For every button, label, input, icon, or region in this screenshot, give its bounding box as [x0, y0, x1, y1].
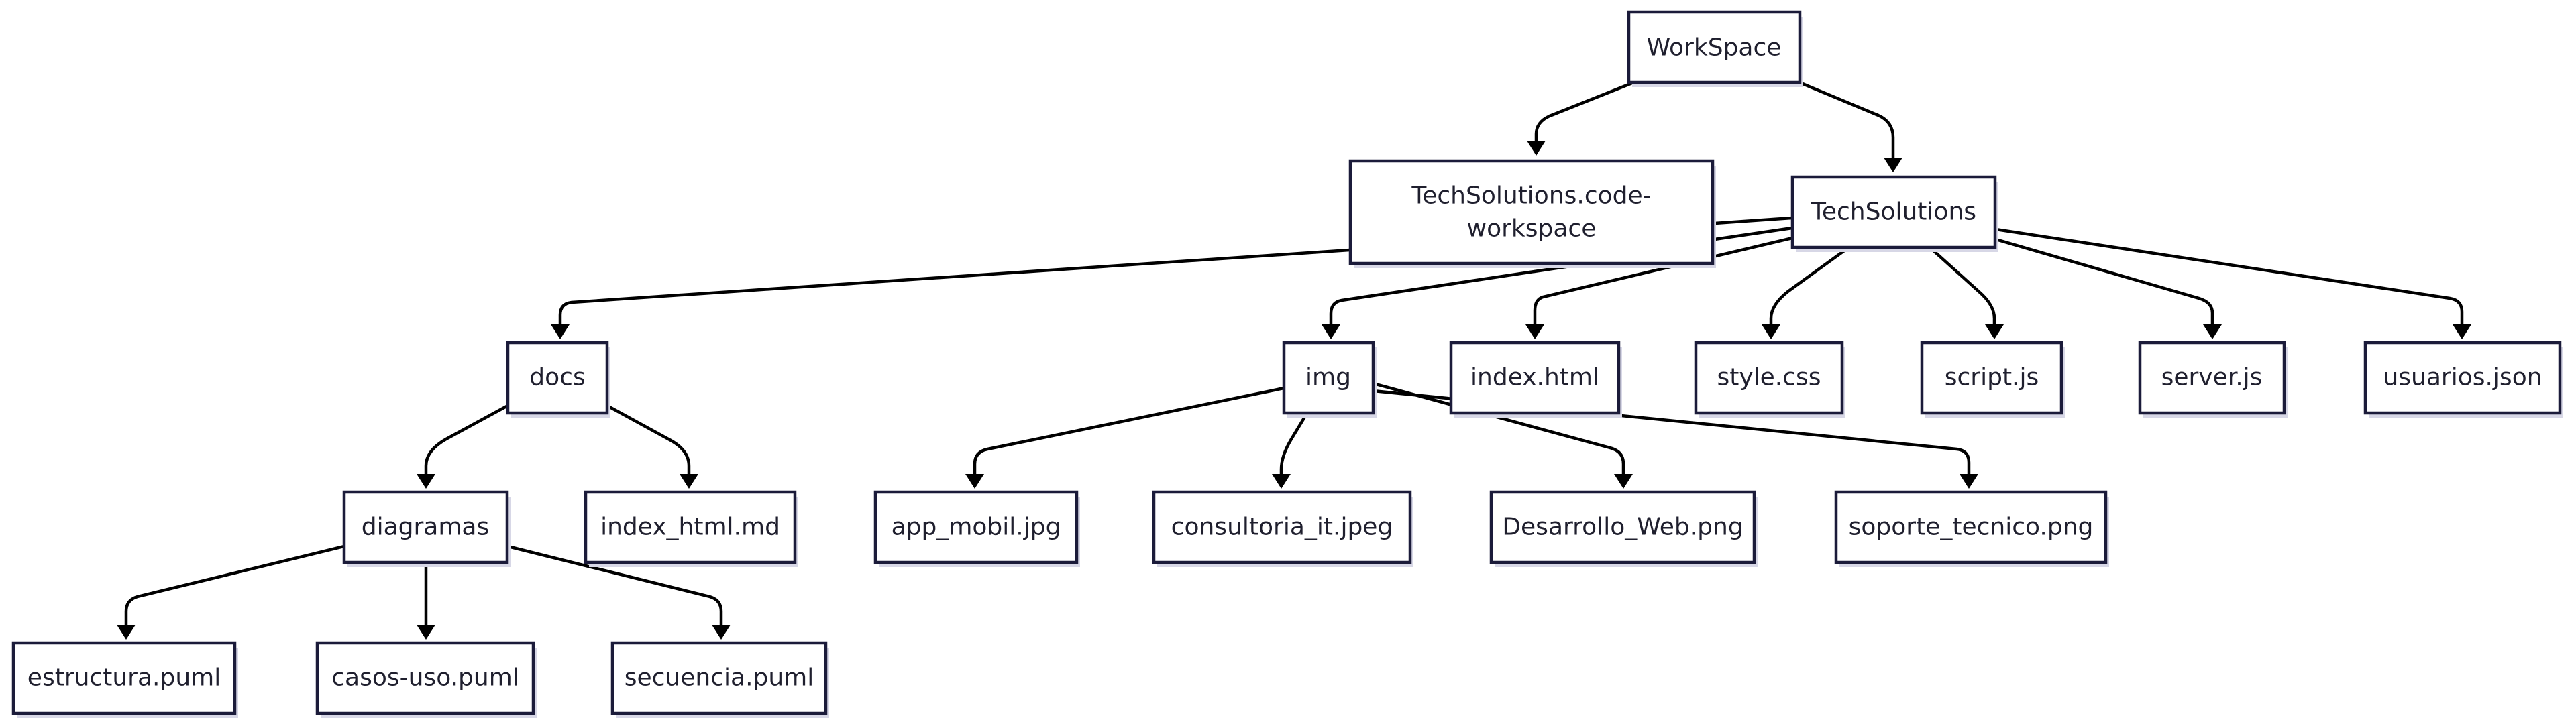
arrowhead [1762, 324, 1780, 339]
node-soporte[interactable]: soporte_tecnico.png [1834, 490, 2109, 567]
node-consultoria[interactable]: consultoria_it.jpeg [1152, 490, 1413, 567]
edge-diagramas-estructura [124, 544, 345, 630]
node-casos-uso[interactable]: casos-uso.puml [315, 641, 537, 718]
arrowheads [117, 141, 2471, 640]
node-label: style.css [1717, 364, 1821, 391]
arrowhead [1322, 324, 1340, 339]
edge-to-server-js [1995, 237, 2214, 330]
node-secuencia[interactable]: secuencia.puml [610, 641, 829, 718]
edge-ts-cw-1 [1714, 216, 1793, 225]
node-usuarios-json[interactable]: usuarios.json [2363, 341, 2563, 418]
edge-img-consultoria [1279, 412, 1308, 479]
arrowhead [417, 474, 435, 489]
node-index-html[interactable]: index.html [1449, 341, 1622, 418]
node-label: app_mobil.jpg [892, 514, 1061, 541]
arrowhead [117, 625, 136, 640]
node-workspace[interactable]: WorkSpace [1627, 10, 1803, 87]
node-label: server.js [2161, 364, 2263, 391]
node-estructura[interactable]: estructura.puml [11, 641, 238, 718]
arrowhead [1527, 141, 1546, 156]
node-index-html-md[interactable]: index_html.md [584, 490, 798, 567]
node-techsolutions[interactable]: TechSolutions [1790, 175, 1998, 252]
node-label: Desarrollo_Web.png [1502, 514, 1743, 541]
node-label: consultoria_it.jpeg [1171, 514, 1393, 541]
node-label: index_html.md [600, 514, 780, 541]
arrowhead [551, 324, 570, 339]
node-server-js[interactable]: server.js [2138, 341, 2288, 418]
node-label: script.js [1945, 364, 2039, 391]
edge-to-img [1329, 263, 1580, 330]
node-script-js[interactable]: script.js [1920, 341, 2065, 418]
edge-to-usuarios-json [1995, 227, 2464, 330]
edge-to-docs [558, 248, 1350, 330]
node-label: casos-uso.puml [331, 664, 519, 692]
node-label: diagramas [362, 514, 490, 541]
edge-to-script-js [1931, 248, 1996, 330]
node-desarrollo[interactable]: Desarrollo_Web.png [1489, 490, 1758, 567]
node-style-css[interactable]: style.css [1694, 341, 1845, 418]
node-app-mobil[interactable]: app_mobil.jpg [873, 490, 1080, 567]
edge-docs-diagramas [424, 404, 509, 479]
node-label: secuencia.puml [625, 664, 814, 692]
node-label-line2: workspace [1467, 215, 1597, 243]
arrowhead [1985, 324, 2004, 339]
node-docs[interactable]: docs [506, 341, 610, 418]
node-label: index.html [1470, 364, 1599, 391]
node-label: usuarios.json [2383, 364, 2542, 391]
edge-img-desarrollo [1373, 381, 1625, 479]
edge-img-app-mobil [973, 386, 1285, 479]
node-label: img [1305, 364, 1351, 391]
node-label: estructura.puml [28, 664, 221, 692]
arrowhead [2203, 324, 2222, 339]
arrowhead [417, 625, 435, 640]
node-label-line1: TechSolutions.code- [1411, 182, 1651, 210]
arrowhead [1272, 474, 1291, 489]
edges [124, 80, 2464, 630]
edge-to-style-css [1769, 248, 1847, 330]
edge-workspace-techsolutions [1797, 80, 1895, 163]
edge-docs-index-md [606, 404, 691, 479]
node-img[interactable]: img [1282, 341, 1377, 418]
edge-to-index-html [1533, 236, 1793, 330]
arrowhead [965, 474, 984, 489]
node-techsolutions-code-workspace[interactable]: TechSolutions.code- workspace [1348, 159, 1716, 268]
arrowhead [712, 625, 731, 640]
arrowhead [1960, 474, 1978, 489]
edge-diagramas-secuencia [507, 544, 723, 630]
edge-ts-cw-2 [1714, 226, 1793, 241]
arrowhead [2453, 324, 2471, 339]
edge-workspace-code-workspace [1534, 80, 1636, 146]
arrowhead [1525, 324, 1544, 339]
node-label: WorkSpace [1647, 34, 1782, 62]
node-diagramas[interactable]: diagramas [342, 490, 511, 567]
arrowhead [680, 474, 698, 489]
node-label: soporte_tecnico.png [1849, 514, 2094, 541]
arrowhead [1884, 158, 1902, 172]
node-label: docs [529, 364, 585, 391]
edge-img-soporte [1373, 389, 1971, 479]
node-label: TechSolutions [1811, 198, 1976, 226]
arrowhead [1614, 474, 1633, 489]
